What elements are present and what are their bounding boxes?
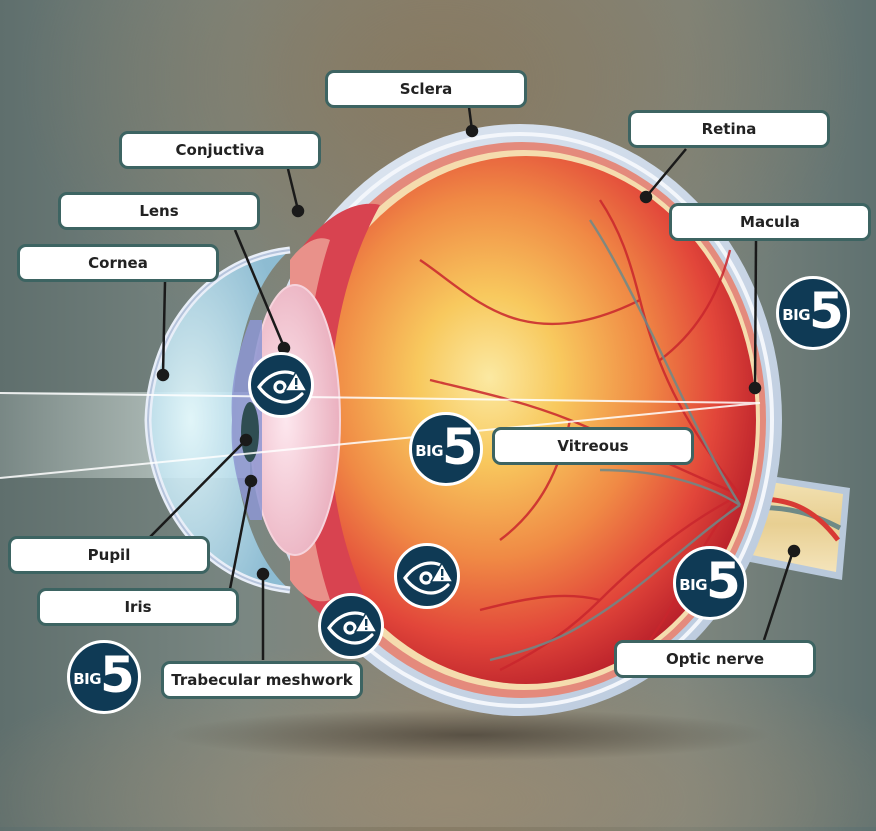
label-vitreous[interactable]: Vitreous: [492, 427, 694, 465]
label-text: Optic nerve: [665, 650, 765, 668]
badge-number: 5: [100, 646, 135, 704]
eye-warning-button-vitreous[interactable]: [394, 543, 460, 609]
label-text: Vitreous: [557, 437, 629, 455]
label-text: Conjuctiva: [175, 141, 265, 159]
badge-prefix: BIG: [73, 670, 102, 688]
label-trabecular-meshwork[interactable]: Trabecular meshwork: [161, 661, 363, 699]
badge-prefix: BIG: [415, 442, 444, 460]
label-text: Macula: [740, 213, 800, 231]
label-macula[interactable]: Macula: [669, 203, 871, 241]
eye-warning-icon: [403, 561, 454, 595]
label-iris[interactable]: Iris: [37, 588, 239, 626]
label-text: Retina: [701, 120, 757, 138]
label-text: Trabecular meshwork: [171, 671, 353, 689]
label-text: Iris: [124, 598, 152, 616]
badge-number: 5: [809, 282, 844, 340]
label-cornea[interactable]: Cornea: [17, 244, 219, 282]
badge-prefix: BIG: [782, 306, 811, 324]
eye-warning-icon: [327, 611, 378, 645]
label-pupil[interactable]: Pupil: [8, 536, 210, 574]
label-retina[interactable]: Retina: [628, 110, 830, 148]
label-conjuctiva[interactable]: Conjuctiva: [119, 131, 321, 169]
label-text: Pupil: [87, 546, 131, 564]
badge-number: 5: [442, 418, 477, 476]
label-sclera[interactable]: Sclera: [325, 70, 527, 108]
label-text: Lens: [139, 202, 179, 220]
eye-warning-button-trabecular[interactable]: [318, 593, 384, 659]
eye-warning-button-lens[interactable]: [248, 352, 314, 418]
badge-number: 5: [706, 552, 741, 610]
label-lens[interactable]: Lens: [58, 192, 260, 230]
badge-prefix: BIG: [679, 576, 708, 594]
label-text: Cornea: [88, 254, 148, 272]
label-optic-nerve[interactable]: Optic nerve: [614, 640, 816, 678]
eye-warning-icon: [257, 370, 308, 404]
label-text: Sclera: [399, 80, 453, 98]
